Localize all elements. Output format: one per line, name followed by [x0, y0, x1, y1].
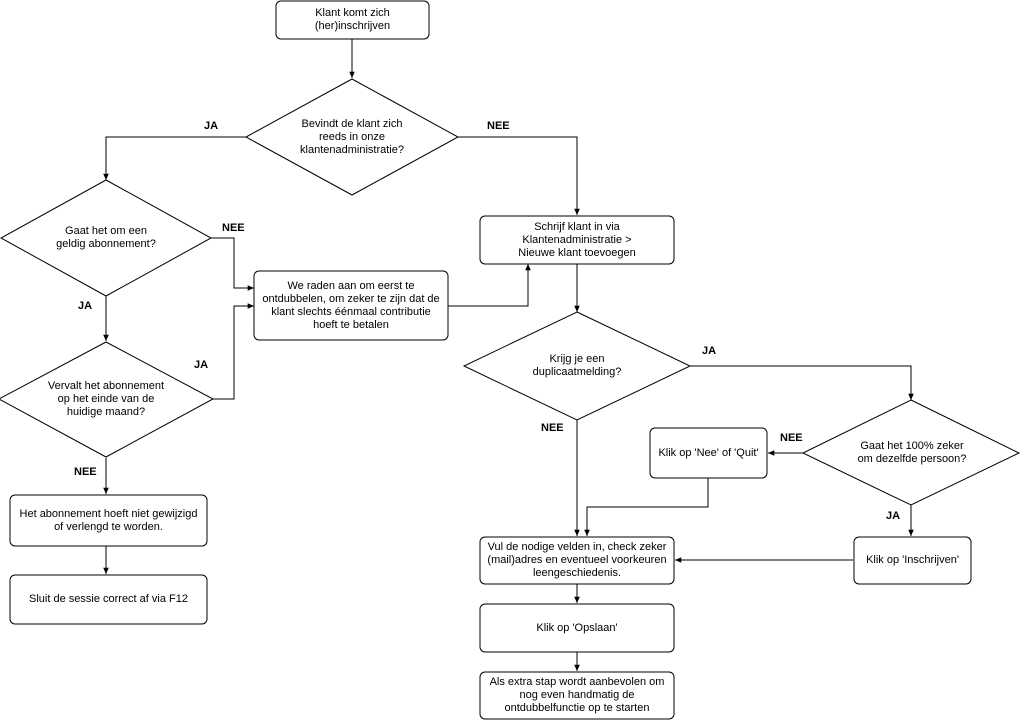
- click-inschrijven-box: [853, 536, 972, 585]
- edge-quit-to-fill: [584, 478, 709, 536]
- label-admin-yes: JA: [204, 120, 219, 132]
- advise-dedupe-box: [253, 270, 449, 341]
- click-nee-quit-box: [649, 427, 768, 479]
- admin-decision-diamond: [244, 78, 460, 196]
- same-person-decision-diamond: [801, 399, 1021, 506]
- label-dup-no: NEE: [541, 422, 564, 434]
- edge-valid-no: [211, 237, 254, 291]
- label-valid-no: NEE: [222, 222, 245, 234]
- label-same-no: NEE: [780, 432, 803, 444]
- expires-decision-diamond: [0, 341, 215, 458]
- fill-fields-box: [479, 536, 675, 585]
- label-admin-no: NEE: [487, 120, 510, 132]
- close-session-box: [9, 574, 208, 625]
- edge-advise-to-register: [448, 264, 531, 307]
- label-same-yes: JA: [886, 510, 901, 522]
- label-expires-yes: JA: [194, 359, 209, 371]
- label-valid-yes: JA: [78, 300, 93, 312]
- label-dup-yes: JA: [702, 345, 717, 357]
- extra-step-box: [479, 671, 675, 720]
- valid-sub-decision-diamond: [0, 179, 213, 297]
- edge-admin-no: [458, 136, 580, 215]
- edges: [103, 39, 914, 671]
- edge-expires-yes: [213, 303, 254, 400]
- start-box: [275, 0, 430, 40]
- duplicate-decision-diamond: [462, 311, 692, 421]
- label-expires-no: NEE: [74, 466, 97, 478]
- click-opslaan-box: [479, 603, 675, 653]
- register-client-box: [479, 215, 675, 265]
- edge-duplicate-yes: [690, 365, 914, 400]
- edge-admin-yes: [103, 136, 246, 180]
- no-change-box: [9, 494, 208, 547]
